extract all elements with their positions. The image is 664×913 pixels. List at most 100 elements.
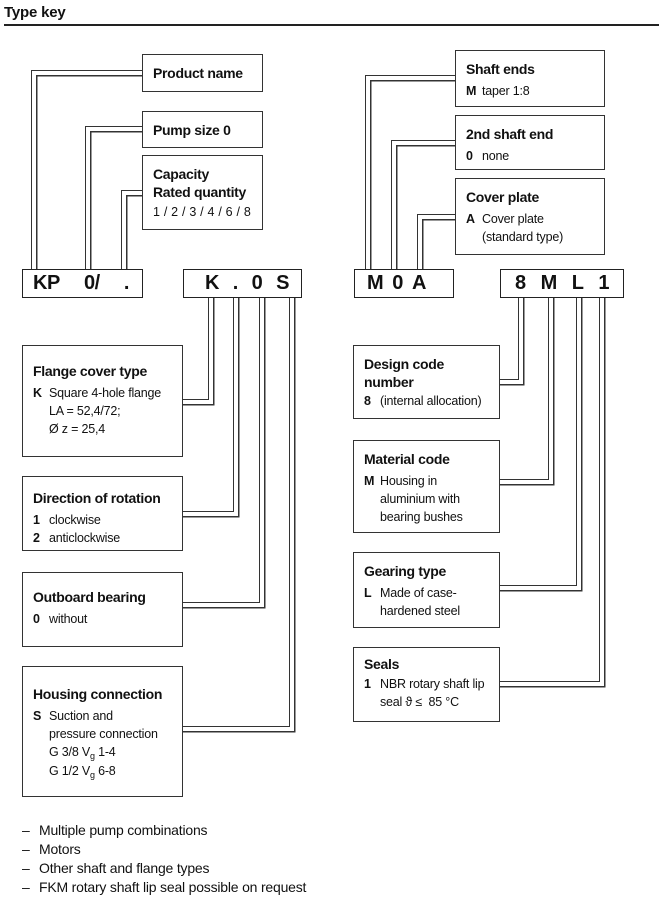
size-range: 6-8: [94, 764, 116, 778]
title-rule: [4, 24, 659, 26]
shaft-ends-title: Shaft ends: [466, 61, 535, 77]
gearing-row: L Made of case-: [364, 584, 493, 602]
code-char: M: [367, 272, 384, 294]
note-text: Motors: [39, 841, 81, 857]
design-code-title2: number: [364, 374, 414, 390]
outboard-title: Outboard bearing: [33, 589, 146, 605]
capacity-values: 1 / 2 / 3 / 4 / 6 / 8: [153, 205, 252, 219]
material-code-box: Material code M Housing in aluminium wit…: [353, 440, 500, 533]
connector-inner-strokes: [32, 71, 604, 731]
code-description: clockwise: [49, 513, 101, 527]
code-letter: 8: [364, 394, 371, 408]
indent-spacer: [364, 490, 380, 508]
cover-plate-box: Cover plate A Cover plate (standard type…: [455, 178, 605, 255]
note-item: – Multiple pump combinations: [22, 821, 306, 840]
vg-subscript: g: [89, 751, 95, 761]
capacity-box: Capacity Rated quantity 1 / 2 / 3 / 4 / …: [142, 155, 263, 230]
capacity-title: Capacity: [153, 166, 209, 182]
code-letter: 0: [33, 612, 40, 626]
note-item: – Motors: [22, 840, 306, 859]
pump-size-box: Pump size 0: [142, 111, 263, 148]
seals-row: seal ϑ ≤ 85 °C: [364, 693, 493, 711]
code-char: 1: [598, 272, 609, 294]
indent-spacer: [33, 402, 49, 420]
thread-size: G 3/8 V: [49, 745, 90, 759]
code-char: .: [232, 272, 239, 294]
thread-size: G 1/2 V: [49, 764, 90, 778]
design-code-number-box: Design code number 8 (internal allocatio…: [353, 345, 500, 419]
code-description: none: [482, 149, 510, 163]
code-description: aluminium with: [380, 492, 460, 506]
note-dash: –: [22, 860, 30, 876]
shaft-ends-row: M taper 1:8: [466, 82, 598, 100]
code-char: M: [540, 272, 558, 294]
housing-row: G 1/2 Vg 6-8: [33, 762, 176, 781]
code-description: G 1/2 Vg 6-8: [49, 762, 116, 781]
code-letter: 1: [33, 513, 40, 527]
outboard-bearing-box: Outboard bearing 0 without: [22, 572, 183, 647]
indent-spacer: [364, 602, 380, 620]
page-title: Type key: [4, 4, 66, 21]
direction-row: 1 clockwise: [33, 511, 176, 529]
code-letter: L: [364, 586, 372, 600]
indent-spacer: [33, 420, 49, 438]
code-description: hardened steel: [380, 604, 460, 618]
code-letter: 2: [33, 531, 40, 545]
code-description: Made of case-: [380, 586, 457, 600]
material-code-title: Material code: [364, 451, 450, 467]
housing-row: S Suction and: [33, 707, 176, 725]
material-row: M Housing in: [364, 472, 493, 490]
notes-list: – Multiple pump combinations – Motors – …: [22, 821, 306, 897]
code-char: 0: [251, 272, 263, 294]
code-char: K: [205, 272, 219, 294]
code-description: seal ϑ ≤ 85 °C: [380, 695, 459, 709]
outboard-row: 0 without: [33, 610, 176, 628]
housing-title: Housing connection: [33, 686, 163, 702]
second-shaft-end-box: 2nd shaft end 0 none: [455, 115, 605, 170]
indent-spacer: [33, 743, 49, 762]
code-char: 8: [515, 272, 526, 294]
code-letter: M: [364, 474, 375, 488]
code-char: KP: [33, 272, 60, 294]
code-char: .: [123, 272, 130, 294]
code-description-note: (standard type): [482, 230, 564, 244]
code-box-k0s: K . 0 S: [183, 269, 302, 298]
code-letter: 1: [364, 677, 371, 691]
shaft-ends-box: Shaft ends M taper 1:8: [455, 50, 605, 107]
note-text: Multiple pump combinations: [39, 822, 208, 838]
note-text: FKM rotary shaft lip seal possible on re…: [39, 879, 307, 895]
indent-spacer: [33, 725, 49, 743]
seals-title: Seals: [364, 656, 400, 672]
code-char: S: [276, 272, 289, 294]
code-description: bearing bushes: [380, 510, 463, 524]
code-description: anticlockwise: [49, 531, 121, 545]
note-dash: –: [22, 879, 30, 895]
code-description: G 3/8 Vg 1-4: [49, 743, 116, 762]
product-name-label: Product name: [153, 65, 243, 81]
pump-size-label: Pump size 0: [153, 121, 231, 138]
housing-row: pressure connection: [33, 725, 176, 743]
code-description: Cover plate: [482, 212, 544, 226]
flange-row: LA = 52,4/72;: [33, 402, 176, 420]
product-name-box: Product name: [142, 54, 263, 92]
material-row: aluminium with: [364, 490, 493, 508]
code-char: 0/: [84, 272, 100, 294]
code-box-m0a: M 0 A: [354, 269, 454, 298]
code-description: Suction and: [49, 709, 113, 723]
code-char: A: [412, 272, 426, 294]
code-char: 0: [392, 272, 403, 294]
note-dash: –: [22, 841, 30, 857]
code-box-8ml1: 8 M L 1: [500, 269, 624, 298]
code-description: NBR rotary shaft lip: [380, 677, 485, 691]
housing-row: G 3/8 Vg 1-4: [33, 743, 176, 762]
indent-spacer: [364, 693, 380, 711]
code-letter: M: [466, 84, 477, 98]
design-code-row: 8 (internal allocation): [364, 392, 493, 410]
vg-subscript: g: [89, 770, 95, 780]
code-description: pressure connection: [49, 727, 158, 741]
indent-spacer: [466, 228, 482, 246]
gearing-type-title: Gearing type: [364, 563, 446, 579]
code-char: L: [571, 272, 584, 294]
indent-spacer: [364, 508, 380, 526]
